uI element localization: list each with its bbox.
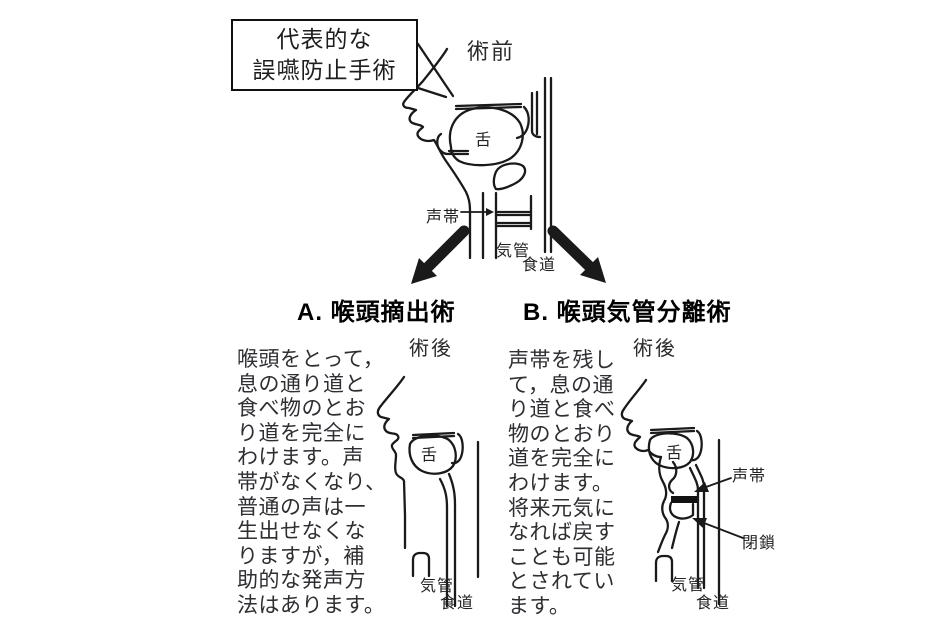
option-b-closure-label: 閉鎖 [742,535,777,552]
option-b-vocal-cords-label: 声帯 [732,468,767,485]
title-line-2: 誤嚥防止手術 [252,57,397,83]
option-b-esophagus-label: 食道 [696,595,731,612]
anatomy-option-a [376,375,480,608]
option-a-description: 喉頭をとって， 息の通り道と 食べ物のとお り道を完全に わけます。声 帯がなく… [237,348,387,617]
option-b-stage-label: 術後 [633,338,677,360]
option-b-tongue-label: 舌 [666,445,684,462]
option-a-heading: A. 喉頭摘出術 [297,299,456,326]
preop-esophagus-label: 食道 [522,257,557,274]
option-b-description: 声帯を残し て，息の通 り道と食べ 物のとおり 道を完全に わけます。 将来元気… [508,349,616,618]
anatomy-option-b [620,378,744,606]
title-box: 代表的な 誤嚥防止手術 [231,19,418,91]
preop-vocal-cords-label: 声帯 [426,209,461,226]
preop-tongue-label: 舌 [475,132,493,149]
option-a-stage-label: 術後 [409,338,453,360]
option-b-trachea-label: 気管 [671,577,706,594]
option-a-esophagus-label: 食道 [440,595,475,612]
option-b-heading: B. 喉頭気管分離術 [523,299,732,326]
title-line-1: 代表的な [276,26,373,52]
preop-anatomy [402,47,553,260]
option-a-trachea-label: 気管 [420,578,455,595]
preop-stage-label: 術前 [467,39,516,64]
preop-trachea-label: 気管 [496,243,531,260]
speech-bubble-tail [416,42,455,99]
option-a-tongue-label: 舌 [421,447,439,464]
arrow-to-b-icon [547,225,606,283]
arrow-to-a-icon [411,225,470,284]
